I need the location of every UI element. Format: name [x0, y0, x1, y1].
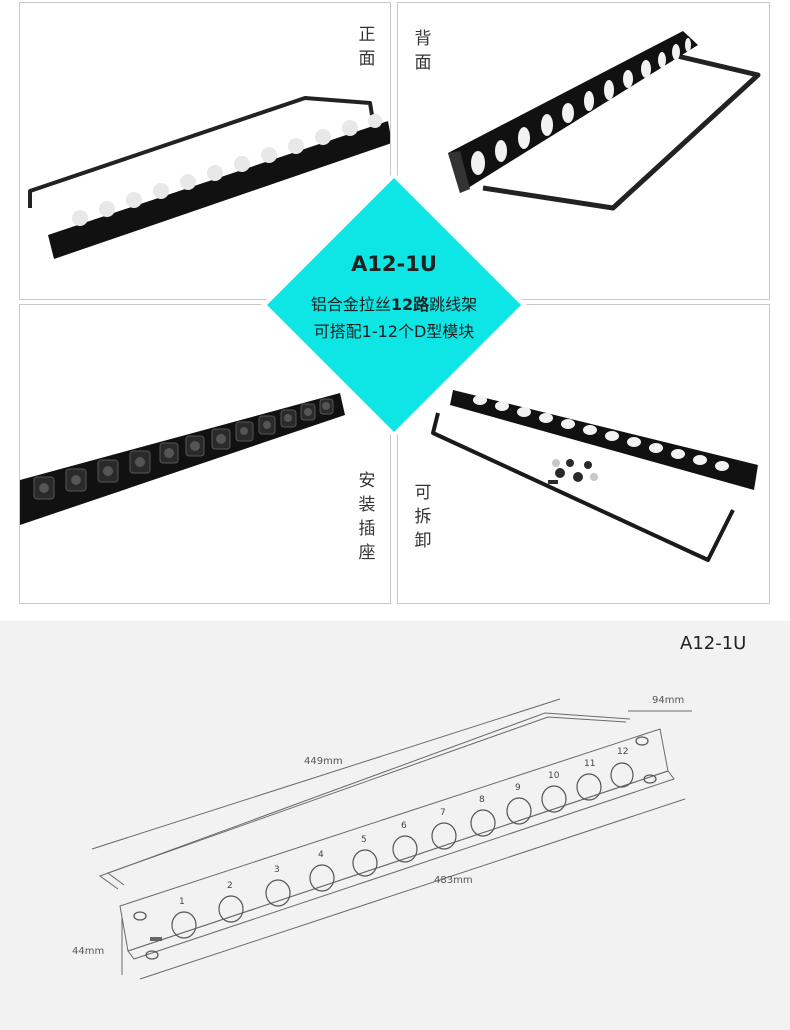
dimension-drawing-section: A12-1U 1: [0, 621, 790, 1030]
port-number: 12: [617, 747, 628, 757]
port-number: 11: [584, 759, 595, 769]
port-number: 9: [515, 783, 521, 793]
installed-panel-photo: [20, 393, 345, 525]
installed-view-panel: 安装插座: [19, 304, 391, 604]
model-title: A12-1U: [351, 252, 437, 276]
front-panel-photo: [28, 96, 390, 259]
removable-panel-photo: [431, 390, 758, 562]
port-number: 6: [401, 821, 407, 831]
dim-inner-width: 449mm: [304, 756, 343, 767]
drawing-title: A12-1U: [680, 633, 747, 654]
front-view-label: 正面: [358, 25, 376, 69]
center-diamond: [261, 172, 527, 438]
line1-bold: 12路: [390, 295, 430, 314]
dim-depth: 94mm: [652, 695, 685, 706]
installed-view-label: 安装插座: [358, 471, 376, 563]
center-line-1: 铝合金拉丝12路跳线架: [261, 291, 527, 315]
front-view-panel: 正面: [19, 2, 391, 300]
removable-view-label: 可拆卸: [414, 483, 432, 551]
center-line-2: 可搭配1-12个D型模块: [313, 322, 475, 341]
line1-suffix: 跳线架: [429, 295, 478, 314]
back-panel-photo: [448, 31, 761, 211]
port-number: 7: [440, 808, 446, 818]
dim-height: 44mm: [72, 946, 105, 957]
port-number: 1: [179, 897, 185, 907]
port-number: 4: [318, 850, 324, 860]
port-number: 10: [548, 771, 560, 781]
port-number: 8: [479, 795, 485, 805]
back-view-label: 背面: [414, 29, 432, 73]
dim-outer-width: 483mm: [434, 875, 473, 886]
port-number: 5: [361, 835, 367, 845]
port-number: 2: [227, 881, 233, 891]
dimension-drawing: 1 2 3 4 5 6 7 8 9 10 11 12: [91, 698, 692, 980]
port-number: 3: [274, 865, 280, 875]
line1-prefix: 铝合金拉丝: [310, 295, 391, 314]
